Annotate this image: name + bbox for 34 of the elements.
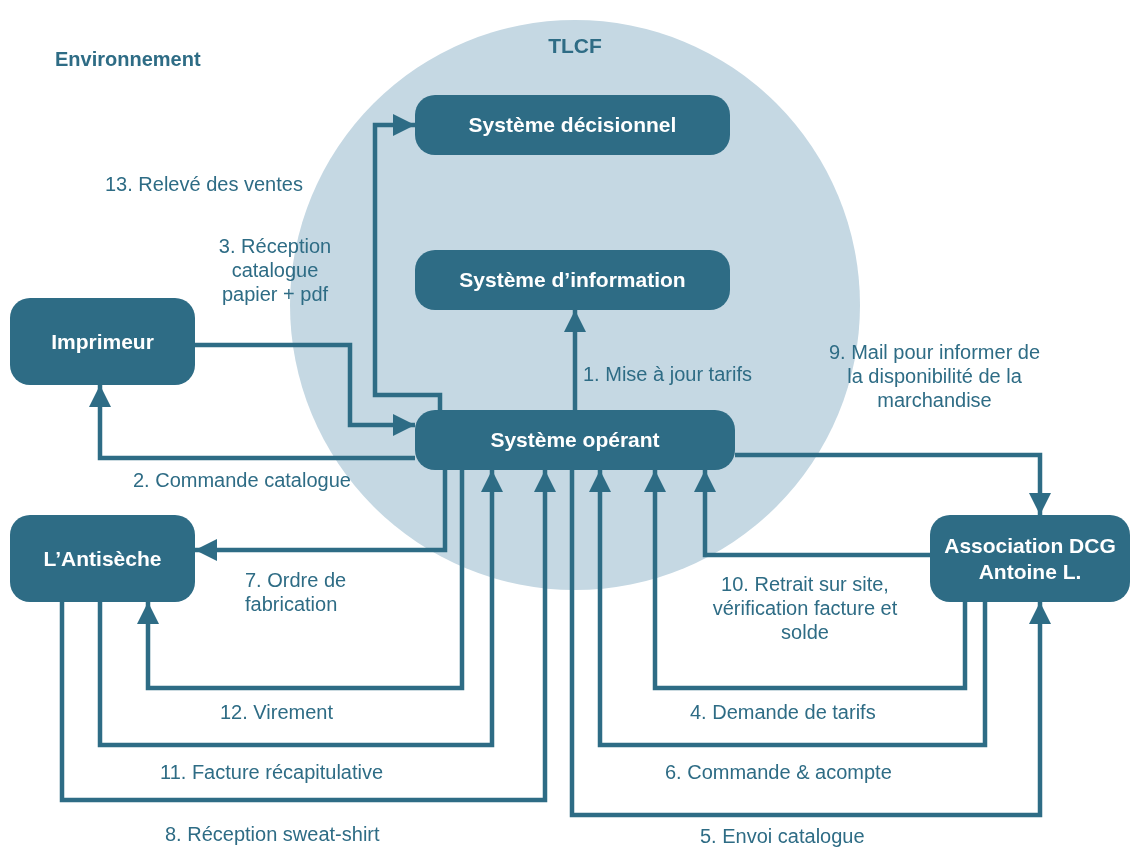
- process-box: Imprimeur: [10, 298, 195, 385]
- edge-label: 1. Mise à jour tarifs: [583, 362, 753, 386]
- process-box: L’Antisèche: [10, 515, 195, 602]
- process-box: Système opérant: [415, 410, 735, 470]
- edge-label: 4. Demande de tarifs: [690, 700, 877, 724]
- edge-label: 8. Réception sweat-shirt: [165, 822, 381, 846]
- arrow: [372, 114, 443, 410]
- arrow: [89, 385, 415, 461]
- environment-label: Environnement: [55, 48, 201, 71]
- arrow: [59, 470, 556, 803]
- edge-label: 12. Virement: [220, 700, 335, 724]
- process-box: Système d’information: [415, 250, 730, 310]
- edge-label: 11. Facture récapitulative: [160, 760, 385, 784]
- edge-label: 13. Relevé des ventes: [105, 172, 304, 196]
- arrow: [564, 310, 586, 410]
- process-box: Système décisionnel: [415, 95, 730, 155]
- arrow: [97, 470, 503, 748]
- edge-label: 9. Mail pour informer de la disponibilité de la marchandise: [827, 340, 1042, 412]
- arrow: [735, 452, 1051, 515]
- arrow: [589, 470, 988, 748]
- arrow: [694, 470, 930, 558]
- arrow: [137, 470, 465, 691]
- arrow: [195, 342, 415, 436]
- edge-label: 7. Ordre de fabrication: [245, 568, 348, 616]
- arrow: [195, 470, 448, 561]
- arrow: [644, 470, 968, 691]
- edge-label: 5. Envoi catalogue: [700, 824, 866, 848]
- group-title: TLCF: [547, 34, 603, 58]
- edge-label: 2. Commande catalogue: [133, 468, 352, 492]
- arrow: [569, 470, 1051, 818]
- edge-label: 6. Commande & acompte: [665, 760, 893, 784]
- process-box: Association DCG Antoine L.: [930, 515, 1130, 602]
- edge-label: 10. Retrait sur site, vérification facture et solde: [711, 572, 899, 644]
- edge-label: 3. Réception catalogue papier + pdf: [217, 234, 333, 306]
